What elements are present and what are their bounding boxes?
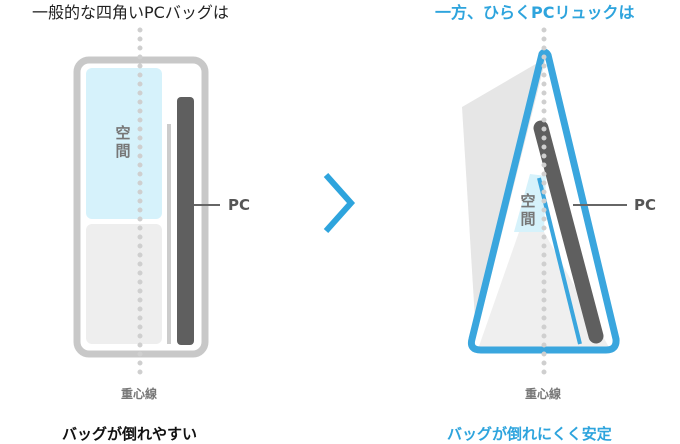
- square-bag-pc: [177, 97, 194, 345]
- backpack-inner-divider: [537, 177, 582, 345]
- square-bag-space-area: [86, 68, 162, 219]
- backpack-pc-label: PC: [634, 196, 657, 214]
- square-bag-caption: バッグが倒れやすい: [62, 425, 198, 443]
- square-bag-pc-label: PC: [228, 196, 251, 214]
- square-bag-divider: [167, 124, 171, 344]
- square-bag-center-of-gravity-label: 重心線: [121, 387, 158, 401]
- square-bag-space-label: 空間: [115, 124, 131, 160]
- backpack-caption: バッグが倒れにくく安定: [447, 425, 612, 443]
- square-bag: [73, 27, 220, 377]
- chevron-right-icon: [323, 173, 356, 233]
- backpack-space-area: [514, 174, 546, 232]
- square-bag-lower-area: [86, 224, 162, 344]
- square-bag-title: 一般的な四角いPCバッグは: [32, 3, 229, 22]
- backpack-title: 一方、ひらくPCリュックは: [435, 3, 635, 22]
- backpack-center-of-gravity-label: 重心線: [525, 387, 562, 401]
- backpack-pc: [533, 120, 604, 344]
- backpack-outline: [467, 48, 620, 354]
- opening-backpack: [462, 27, 627, 377]
- backpack-space-label: 空間: [520, 192, 536, 228]
